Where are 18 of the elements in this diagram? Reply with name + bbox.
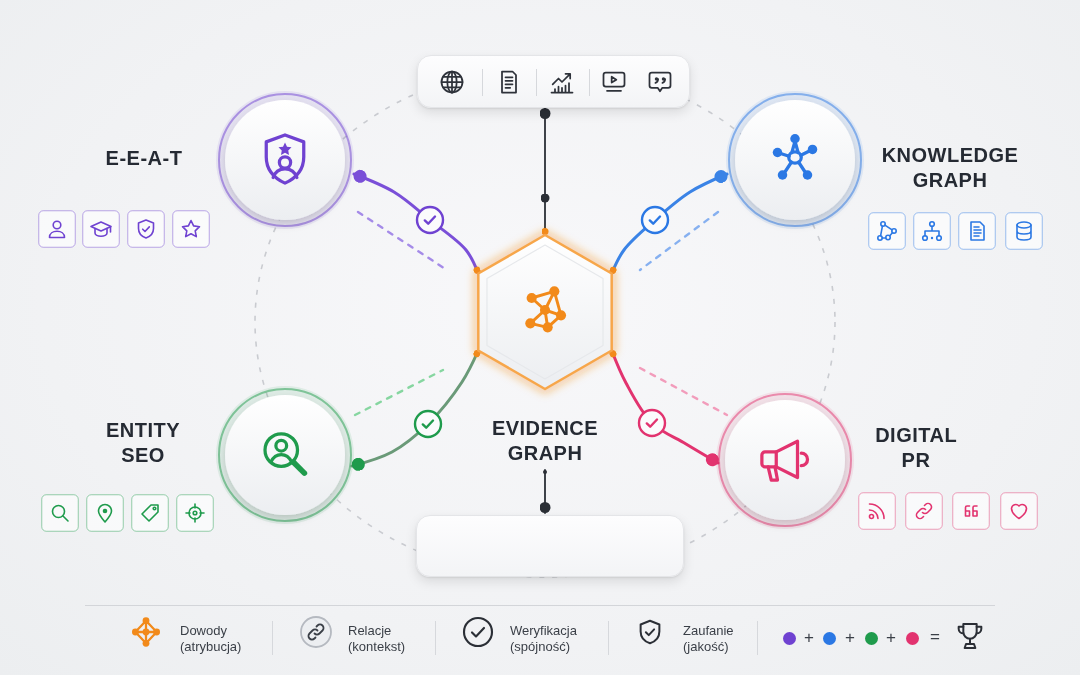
equals-sign: = [930,627,940,647]
connector [539,469,551,514]
legend-text: Weryfikacja (spójność) [510,623,577,655]
legend-text: Dowody (atrybucja) [180,623,242,655]
node-label: EVIDENCE GRAPH [491,416,599,466]
node-label: KNOWLEDGE GRAPH [881,143,1019,193]
node-label: DIGITAL PR [875,423,957,473]
connector [609,349,720,467]
node-label: E-E-A-T [105,145,183,171]
plus-sign: + [886,628,896,648]
legend-text: Zaufanie (jakość) [683,623,734,655]
node-label: ENTITY SEO [104,418,182,468]
icon-panel [417,55,690,108]
panel [416,515,684,577]
plus-sign: + [845,628,855,648]
plus-sign: + [804,628,814,648]
legend-text: Relacje (kontekst) [348,623,406,655]
connector [540,107,551,236]
